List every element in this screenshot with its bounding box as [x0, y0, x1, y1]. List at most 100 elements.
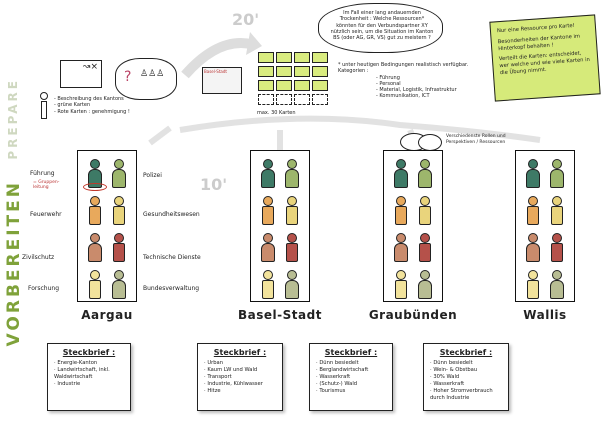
poster-title: Basel-Stadt: [204, 69, 227, 74]
category-item: - Material, Logistik, Infrastruktur: [376, 87, 457, 93]
canton-name: Aargau: [81, 308, 133, 322]
sticky-line: Verteilt die Karten: entscheidet, wer we…: [498, 50, 591, 76]
thought-cloud-icon: ?♙♙♙: [115, 58, 177, 100]
team-member-figure: [549, 196, 565, 226]
phase-prepare: PREPARE: [6, 78, 20, 160]
profile-item: 30% Wald: [430, 374, 502, 381]
role-gesundheitswesen: Gesundheitswesen: [143, 211, 200, 218]
presenter-body: [41, 101, 47, 119]
categories-label: Kategorien :: [338, 68, 369, 75]
empty-card-slot: [312, 94, 328, 105]
profile-item: Landwirtschaft, inkl. Waldwirtschaft: [54, 367, 124, 381]
empty-card-slot: [294, 94, 310, 105]
profile-item: Tourismus: [316, 388, 386, 395]
intro-item: - Rote Karten : genehmigung !: [54, 108, 130, 115]
team-member-figure: [87, 196, 103, 226]
canton-team-box: [250, 150, 310, 302]
profile-item: Berglandwirtschaft: [316, 367, 386, 374]
resource-card: [312, 52, 328, 63]
intro-list: - Beschreibung des Kantons - grüne Karte…: [54, 96, 134, 115]
canton-poster: Basel-Stadt: [202, 67, 242, 94]
instructions-sticky-note: Nur eine Ressource pro Karte! Besonderhe…: [489, 14, 601, 102]
profile-item: Hoher Stromverbrauch durch Industrie: [430, 388, 502, 402]
team-member-figure: [393, 159, 409, 189]
profile-title: Steckbrief :: [62, 348, 116, 357]
presenter-icon: [40, 92, 48, 100]
profile-item: Industrie, Kühlwasser: [204, 381, 276, 388]
intro-item: - grüne Karten: [54, 102, 91, 109]
team-member-figure: [525, 233, 541, 263]
empty-card-slot: [258, 94, 274, 105]
canton-profile-card: Steckbrief :Dünn besiedeltBerglandwirtsc…: [309, 343, 393, 411]
team-member-figure: [417, 233, 433, 263]
profile-item: Dünn besiedelt: [316, 360, 386, 367]
team-member-figure: [83, 159, 107, 191]
profile-item: Dünn besiedelt: [430, 360, 502, 367]
time-20: 20': [232, 10, 260, 29]
canton-team-box: [77, 150, 137, 302]
team-member-figure: [111, 233, 127, 263]
team-member-figure: [284, 196, 300, 226]
team-member-figure: [284, 233, 300, 263]
profile-item: Wein- & Obstbau: [430, 367, 502, 374]
role-polizei: Polizei: [143, 172, 162, 179]
resource-card: [312, 80, 328, 91]
team-member-figure: [111, 159, 127, 189]
resource-card: [258, 80, 274, 91]
category-item: - Kommunikation, ICT: [376, 93, 430, 100]
question-text: Im Fall einer lang andauernden Trockenhe…: [330, 10, 434, 41]
team-member-figure: [260, 233, 276, 263]
team-member-figure: [393, 270, 409, 300]
profile-item: Wasserkraft: [316, 374, 386, 381]
team-member-figure: [284, 159, 300, 189]
team-member-figure: [549, 270, 565, 300]
team-member-figure: [417, 196, 433, 226]
profile-title: Steckbrief :: [213, 348, 267, 357]
bubble-note: Verschiedenste Rollen und Perspektiven /…: [446, 134, 506, 145]
profile-item: Wasserkraft: [430, 381, 502, 388]
profile-item: Energie-Kanton: [54, 360, 124, 367]
team-member-figure: [525, 270, 541, 300]
team-member-figure: [284, 270, 300, 300]
resource-card: [312, 66, 328, 77]
resource-card: [276, 66, 292, 77]
empty-card-slot: [276, 94, 292, 105]
profile-item: Industrie: [54, 381, 124, 388]
category-item: - Personal: [376, 80, 401, 87]
profile-title: Steckbrief :: [439, 348, 493, 357]
whiteboard-icon: ↝×: [60, 60, 102, 88]
role-technische-dienste: Technische Dienste: [143, 254, 201, 261]
phase-vorbereiten: VORBEREITEN: [4, 180, 24, 347]
resource-card: [258, 66, 274, 77]
speech-bubble-icon: [418, 134, 442, 151]
canton-name: Basel-Stadt: [238, 308, 322, 322]
profile-item: (Schutz-) Wald: [316, 381, 386, 388]
team-member-figure: [87, 270, 103, 300]
canton-profile-card: Steckbrief :UrbanKaum LW und WaldTranspo…: [197, 343, 283, 411]
leader-note: = Gruppen-leitung: [33, 180, 60, 190]
leader-ring: [83, 183, 107, 191]
team-member-figure: [87, 233, 103, 263]
profile-item: Urban: [204, 360, 276, 367]
canton-name: Wallis: [523, 308, 567, 322]
resource-card: [276, 80, 292, 91]
team-member-figure: [549, 159, 565, 189]
role-forschung: Forschung: [28, 285, 60, 292]
footnote-line: * unter heutigen Bedingungen realistisch…: [338, 62, 469, 68]
resource-card: [294, 80, 310, 91]
canton-profile-card: Steckbrief : Energie-KantonLandwirtschaft…: [47, 343, 131, 411]
canton-profile-card: Steckbrief : Dünn besiedeltWein- & Obstba…: [423, 343, 509, 411]
question-cloud: [318, 3, 443, 53]
category-item: - Führung: [376, 74, 400, 81]
canton-name: Graubünden: [368, 308, 458, 322]
resource-card: [294, 66, 310, 77]
team-member-figure: [393, 196, 409, 226]
role-fuehrung: Führung: [30, 170, 55, 177]
team-member-figure: [111, 196, 127, 226]
resource-card: [294, 52, 310, 63]
time-10: 10': [200, 175, 228, 194]
sticky-line: Besonderheiten der Kantone im Hinterkopf…: [497, 33, 581, 52]
canton-team-box: [515, 150, 575, 302]
profile-item: Hitze: [204, 388, 276, 395]
team-member-figure: [260, 270, 276, 300]
